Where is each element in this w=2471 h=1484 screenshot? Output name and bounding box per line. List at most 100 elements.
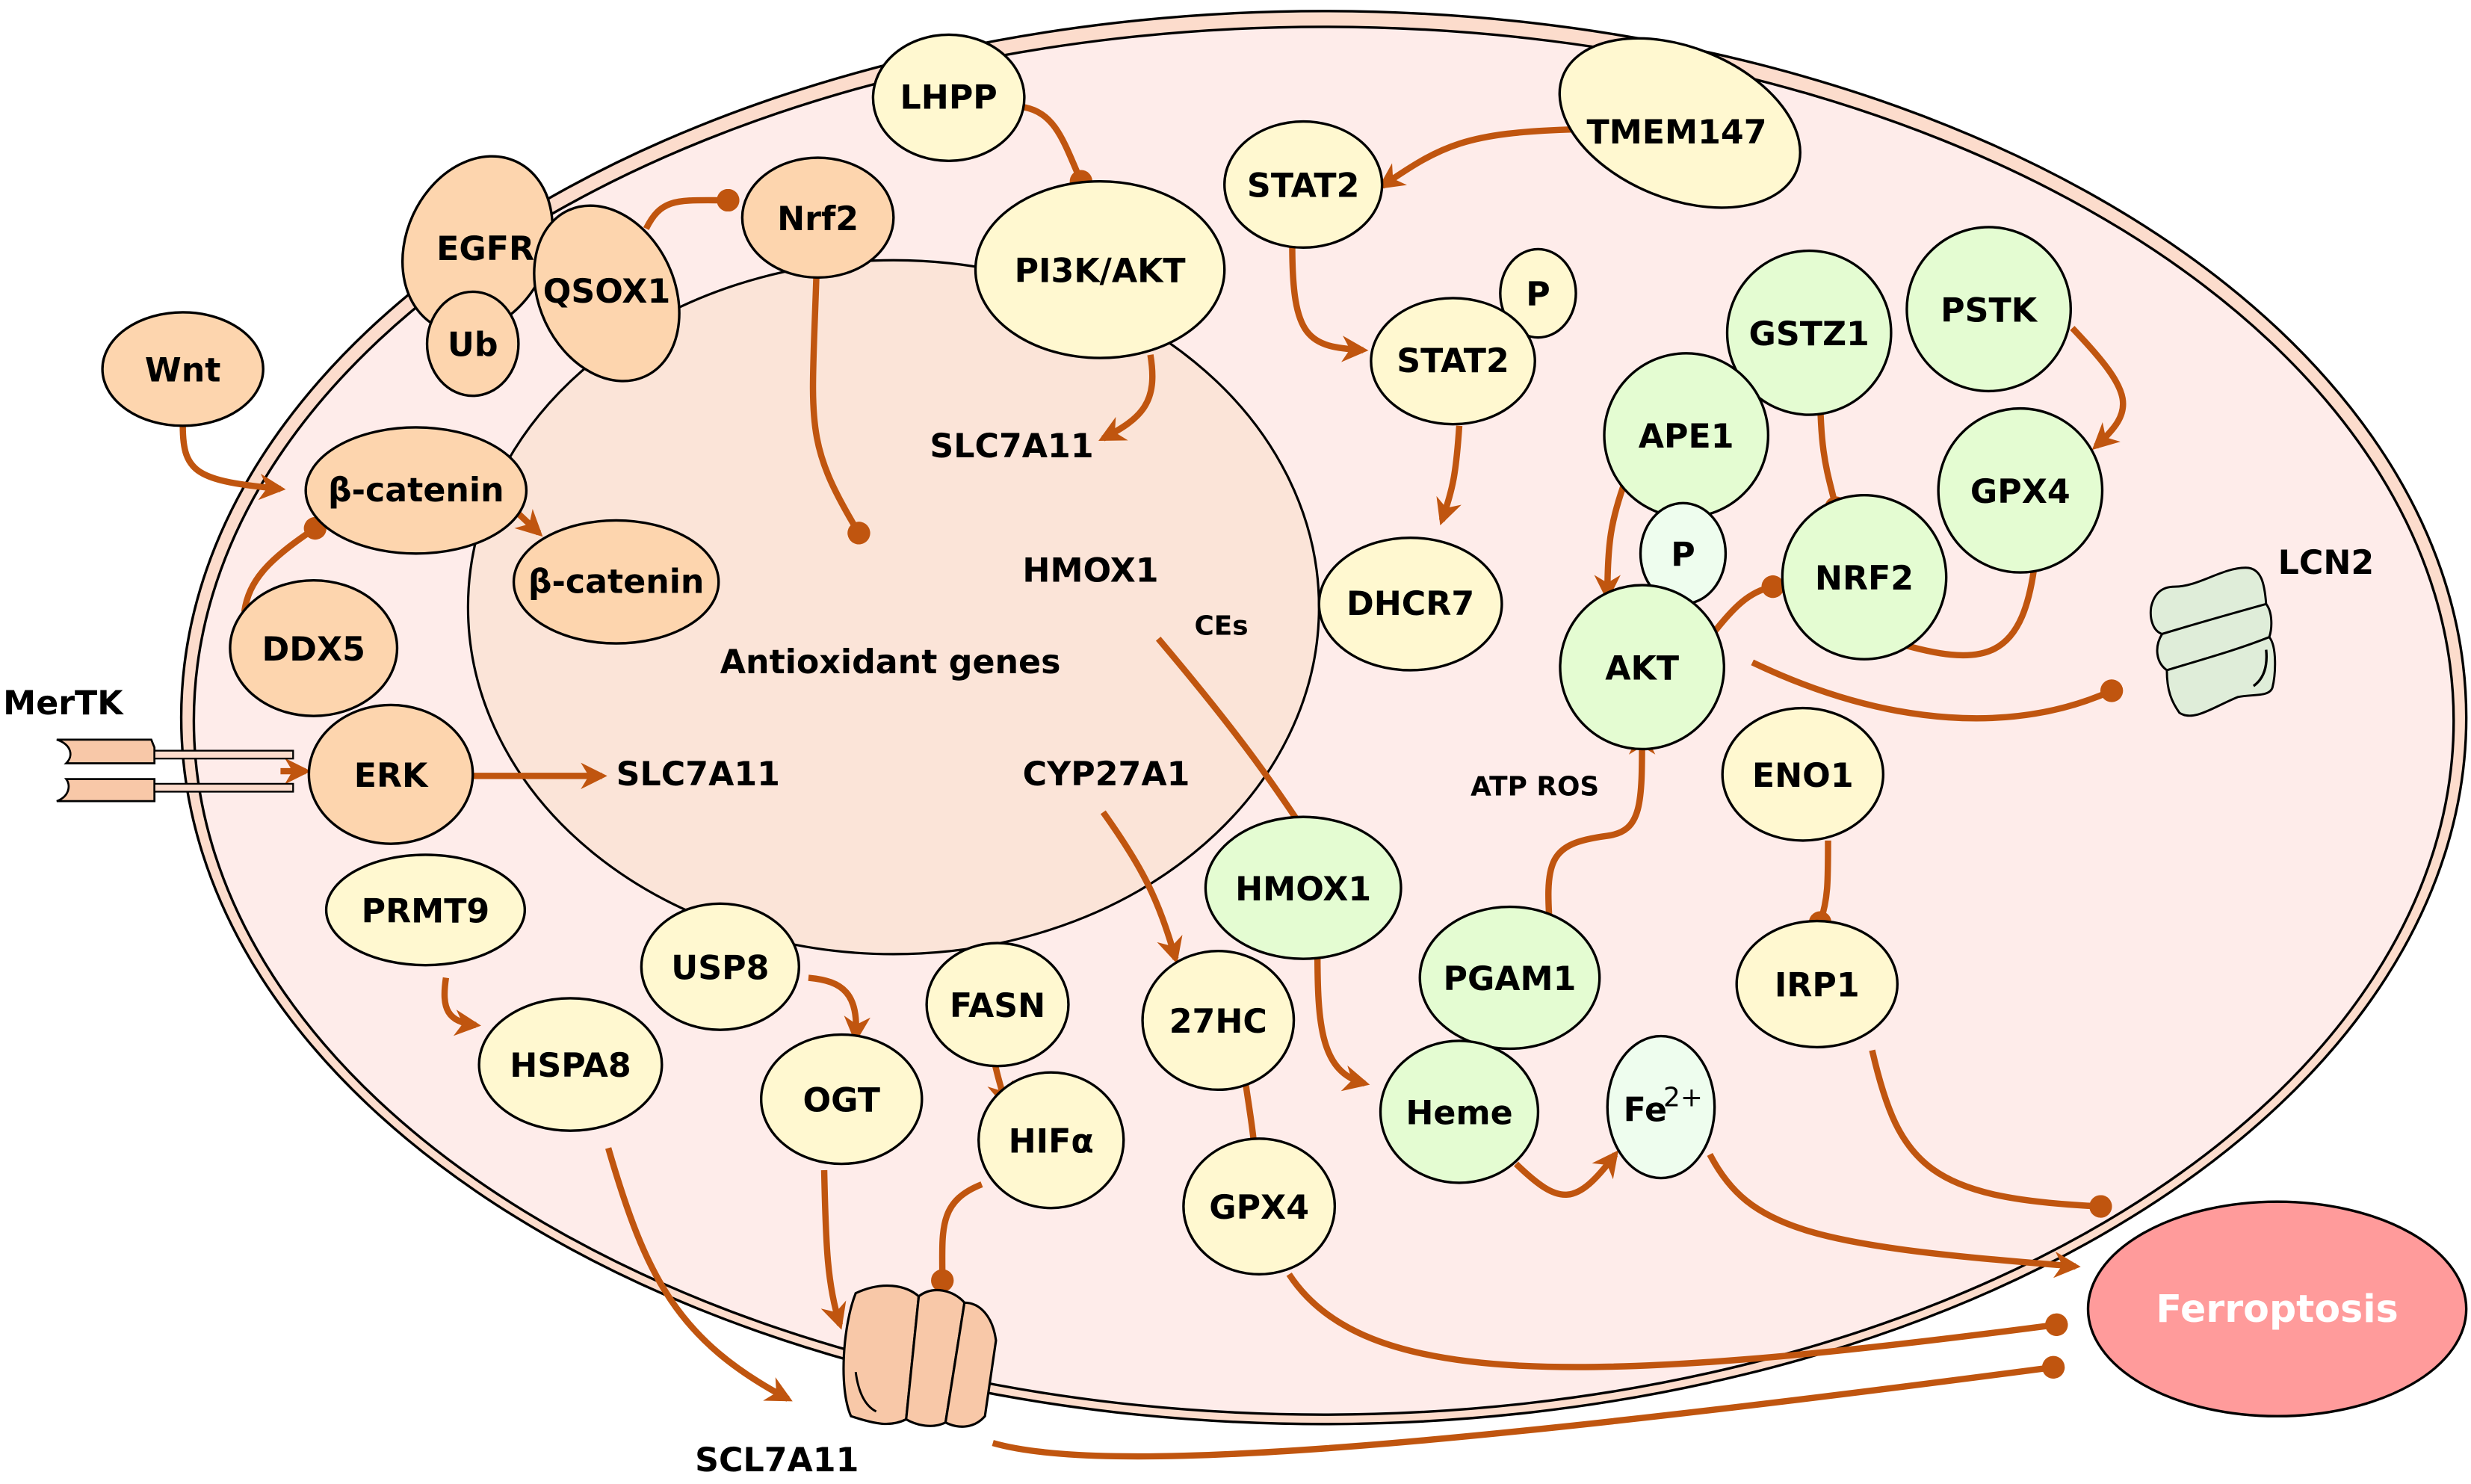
edge-stat2-to-stat2p <box>1289 244 1369 362</box>
node-label: PSTK <box>1940 291 2038 330</box>
edge-usp8-to-ogt <box>808 974 870 1043</box>
node-label: β-catenin <box>328 472 504 510</box>
node-ddx5[interactable]: DDX5 <box>229 578 399 717</box>
node-label: GSTZ1 <box>1749 315 1870 353</box>
node-label: Nrf2 <box>777 200 859 238</box>
mertk-receptor[interactable] <box>56 738 294 803</box>
node-label: Heme <box>1405 1095 1512 1133</box>
node-label: DDX5 <box>262 631 365 669</box>
node-label: TMEM147 <box>1587 114 1767 152</box>
node-27hc[interactable]: 27HC <box>1141 949 1296 1092</box>
node-ub[interactable]: Ub <box>425 290 520 398</box>
nuclear-labels: SLC7A11 HMOX1 CEs Antioxidant genes SLC7… <box>616 427 1249 794</box>
node-hmox1-cyto[interactable]: HMOX1 <box>1204 815 1402 960</box>
edge-qsox1-inhibits-nrf2 <box>643 188 740 230</box>
gene-label-ces: CEs <box>1194 610 1248 641</box>
node-qsox1[interactable]: QSOX1 <box>507 182 707 405</box>
node-dhcr7[interactable]: DHCR7 <box>1317 536 1503 672</box>
scl7a11-transporter[interactable] <box>842 1284 998 1428</box>
edge-hmox1-to-heme <box>1314 949 1370 1092</box>
edge-hifa-inhibits-scl7a11 <box>931 1181 983 1292</box>
edge-nrf2-inhibits-antioxidant-genes <box>809 277 870 545</box>
node-wnt[interactable]: Wnt <box>101 311 265 427</box>
label-scl7a11: SCL7A11 <box>695 1441 859 1480</box>
node-fe2[interactable]: Fe 2+ <box>1606 1034 1716 1180</box>
node-label: HIFα <box>1009 1123 1094 1161</box>
edge-akt-inhibits-lcn2 <box>1751 659 2124 722</box>
node-gstz1[interactable]: GSTZ1 <box>1725 249 1893 416</box>
node-ogt[interactable]: OGT <box>759 1033 924 1166</box>
node-ferroptosis[interactable]: Ferroptosis <box>2086 1200 2468 1417</box>
node-label: HSPA8 <box>510 1047 631 1085</box>
node-label: PGAM1 <box>1443 960 1576 998</box>
node-ape1[interactable]: APE1 <box>1603 352 1770 519</box>
edge-ogt-to-scl7a11 <box>820 1169 847 1330</box>
node-label-superscript: 2+ <box>1663 1082 1703 1113</box>
label-mertk: MerTK <box>3 684 124 723</box>
node-p-stat2[interactable]: P <box>1499 247 1577 339</box>
edge-irp1-inhibits-ferroptosis <box>1869 1049 2112 1218</box>
node-p-akt[interactable]: P <box>1639 501 1728 606</box>
node-gpx4-bottom[interactable]: GPX4 <box>1182 1137 1337 1276</box>
node-stat2-a[interactable]: STAT2 <box>1223 120 1384 250</box>
node-pstk[interactable]: PSTK <box>1905 226 2072 393</box>
edge-ape1-to-akt <box>1594 477 1630 602</box>
node-label: IRP1 <box>1775 967 1860 1005</box>
node-irp1[interactable]: IRP1 <box>1735 919 1899 1049</box>
node-label: EGFR <box>436 230 534 268</box>
node-prmt9[interactable]: PRMT9 <box>324 853 527 967</box>
node-akt[interactable]: AKT <box>1559 584 1725 751</box>
node-label: QSOX1 <box>543 273 671 311</box>
node-label: GPX4 <box>1970 473 2070 511</box>
node-label: PRMT9 <box>362 892 490 930</box>
node-stat2-b[interactable]: STAT2 <box>1370 297 1536 426</box>
edge-prmt9-to-hspa8 <box>441 977 481 1036</box>
node-label: ENO1 <box>1752 757 1854 795</box>
node-label: Fe <box>1624 1091 1667 1129</box>
node-gpx4-right[interactable]: GPX4 <box>1937 406 2104 574</box>
node-label: Ferroptosis <box>2156 1287 2398 1331</box>
node-label: β-catenin <box>528 563 705 601</box>
edge-fe2-to-ferroptosis <box>1707 1152 2081 1279</box>
edge-nrf2-inhibits-gpx4 <box>1887 540 2048 659</box>
node-label: P <box>1526 276 1550 314</box>
node-usp8[interactable]: USP8 <box>640 902 800 1031</box>
node-label: STAT2 <box>1397 342 1509 380</box>
edge-scl7a11-inhibits-ferroptosis <box>992 1355 2065 1460</box>
node-label: DHCR7 <box>1346 585 1474 623</box>
node-label: STAT2 <box>1247 167 1360 205</box>
node-tmem147[interactable]: TMEM147 <box>1535 5 1825 240</box>
node-label: GPX4 <box>1209 1189 1309 1227</box>
free-labels: MerTK LCN2 SCL7A11 ATP ROS <box>3 544 2374 1480</box>
node-pgam1[interactable]: PGAM1 <box>1418 905 1601 1051</box>
nodes: Wnt EGFR Ub QSOX1 Nrf2 β-catenin β-caten… <box>101 5 2468 1417</box>
edge-heme-to-fe2 <box>1513 1150 1619 1198</box>
node-hifa[interactable]: HIFα <box>977 1071 1125 1210</box>
label-lcn2: LCN2 <box>2278 544 2375 582</box>
node-hspa8[interactable]: HSPA8 <box>477 997 664 1132</box>
node-lhpp[interactable]: LHPP <box>871 33 1026 162</box>
edge-cyp27a1-to-27hc <box>1100 810 1183 965</box>
node-label: PI3K/AKT <box>1015 253 1186 291</box>
node-fasn[interactable]: FASN <box>925 942 1070 1068</box>
node-label: OGT <box>803 1082 880 1120</box>
edge-pgam1-to-akt <box>1545 728 1656 939</box>
node-egfr[interactable]: EGFR <box>374 132 580 357</box>
edge-akt-inhibits-nrf2 <box>1709 575 1784 638</box>
edge-lhpp-inhibits-pi3k <box>1023 104 1092 193</box>
node-beta-catenin-nuc[interactable]: β-catenin <box>512 519 720 645</box>
node-nrf2-top[interactable]: Nrf2 <box>740 156 895 279</box>
node-label: Ub <box>448 327 498 365</box>
node-label: FASN <box>950 987 1045 1025</box>
edge-eno1-inhibits-irp1 <box>1808 840 1832 934</box>
edge-ddx5-inhibits-beta-catenin <box>241 516 327 613</box>
node-eno1[interactable]: ENO1 <box>1721 706 1885 842</box>
node-pi3k-akt[interactable]: PI3K/AKT <box>974 180 1226 359</box>
node-heme[interactable]: Heme <box>1379 1039 1540 1184</box>
lcn2-channel[interactable] <box>2149 566 2277 717</box>
node-beta-catenin-cyto[interactable]: β-catenin <box>304 426 528 555</box>
edge-wnt-to-beta-catenin <box>179 425 286 501</box>
node-nrf2-right[interactable]: NRF2 <box>1781 494 1948 661</box>
node-erk[interactable]: ERK <box>307 703 474 845</box>
